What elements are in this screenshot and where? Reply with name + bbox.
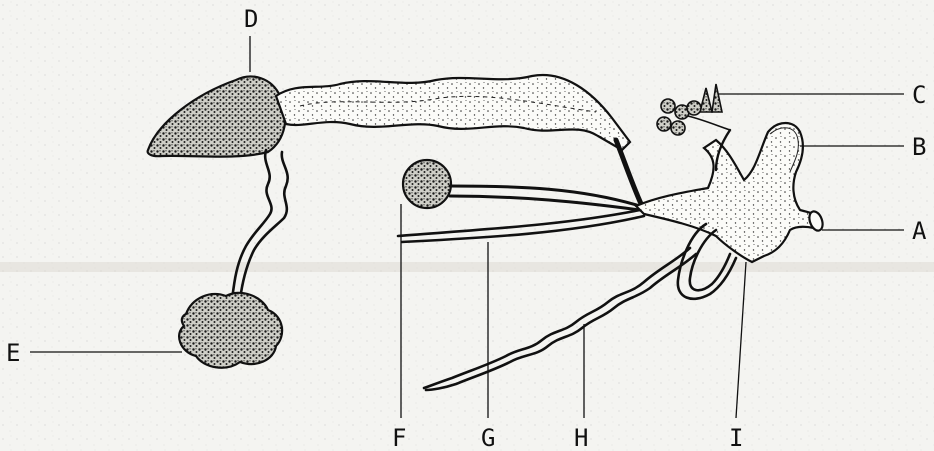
label-i: I	[729, 424, 743, 451]
organ-c-lobule	[657, 117, 671, 131]
label-d: D	[244, 5, 258, 33]
organ-c-lobule	[661, 99, 675, 113]
label-a: A	[912, 217, 927, 245]
organ-f	[403, 160, 451, 208]
label-c: C	[912, 81, 926, 109]
label-f: F	[392, 424, 406, 451]
organ-c-lobule	[671, 121, 685, 135]
label-b: B	[912, 133, 926, 161]
label-h: H	[574, 424, 588, 451]
label-e: E	[6, 339, 20, 367]
label-g: G	[481, 424, 495, 451]
organ-c-lobule	[687, 101, 701, 115]
scan-band	[0, 262, 934, 272]
